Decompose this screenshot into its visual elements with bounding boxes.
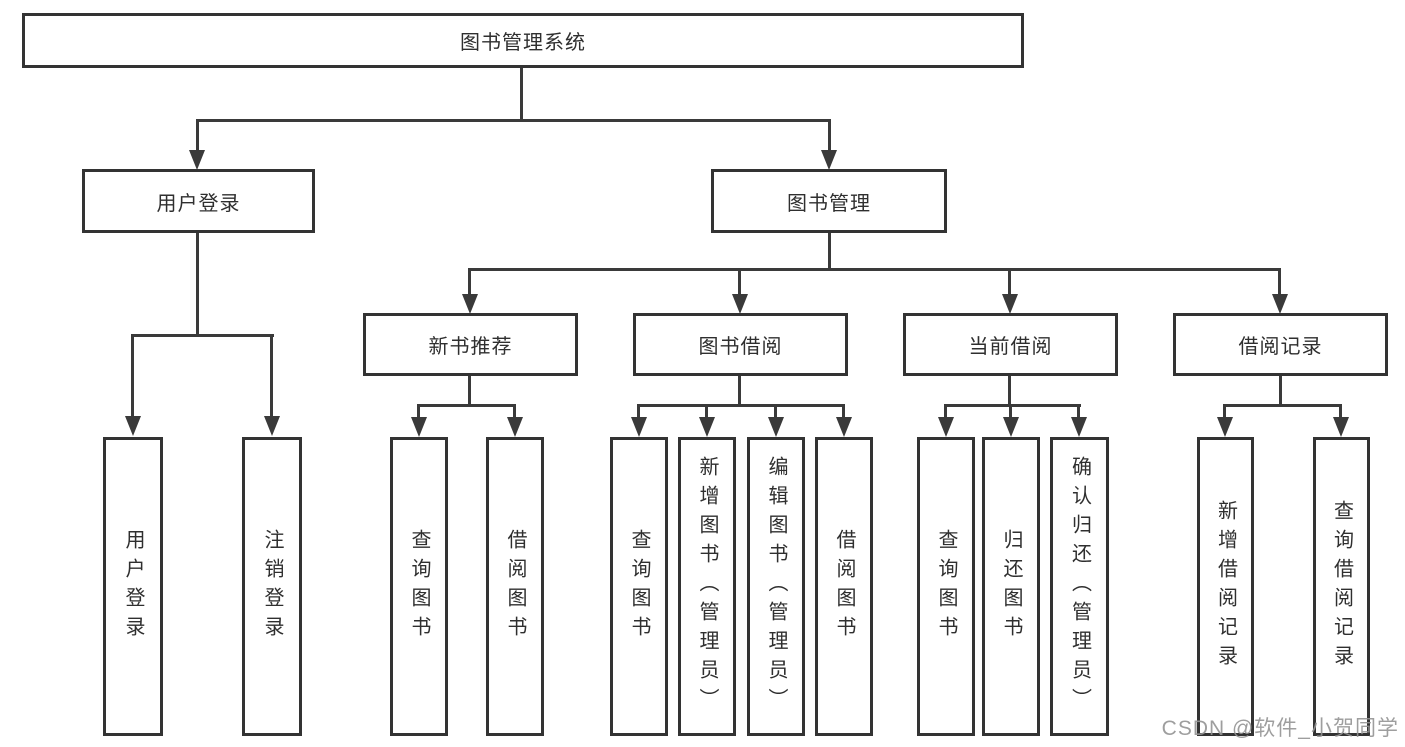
connector-stem (131, 334, 134, 417)
leaf-node-query-books: 查询图书 (917, 437, 975, 736)
leaf-node-query-books: 查询图书 (390, 437, 448, 736)
branch-node-label: 用户登录 (156, 192, 241, 215)
branch-node-user-login: 用户登录 (82, 169, 315, 233)
connector-stem (738, 268, 741, 296)
connector-branch (1224, 404, 1342, 407)
leaf-node-label: 查询借阅记录 (1330, 499, 1353, 674)
arrowhead-down (631, 417, 647, 437)
connector-stem (1278, 268, 1281, 296)
leaf-node-label: 借阅图书 (504, 528, 526, 645)
connector-stem (1008, 268, 1011, 296)
connector-stem (842, 404, 845, 419)
leaf-node-label: 新增借阅记录 (1214, 499, 1237, 674)
arrowhead-down (264, 416, 280, 436)
section-node-borrow-records: 借阅记录 (1173, 313, 1388, 376)
connector-stem (774, 404, 777, 419)
arrowhead-down (836, 417, 852, 437)
section-node-label: 图书借阅 (698, 336, 783, 358)
leaf-node-label: 确认归还（管理员） (1068, 456, 1091, 717)
section-node-label: 借阅记录 (1238, 336, 1323, 358)
connector-stem (637, 404, 640, 419)
section-node-label: 当前借阅 (968, 336, 1053, 358)
arrowhead-down (1003, 417, 1019, 437)
arrowhead-down (1272, 294, 1288, 314)
leaf-node-return-books: 归还图书 (982, 437, 1040, 736)
connector-stem (468, 268, 471, 296)
arrowhead-down (821, 150, 837, 170)
connector-branch (638, 404, 845, 407)
arrowhead-down (507, 417, 523, 437)
leaf-node-label: 用户登录 (122, 528, 144, 645)
leaf-node-borrow-books: 借阅图书 (486, 437, 544, 736)
branch-node-book-management: 图书管理 (711, 169, 947, 233)
section-node-book-borrow: 图书借阅 (633, 313, 848, 376)
connector-stem (944, 404, 947, 419)
leaf-node-add-borrow-record: 新增借阅记录 (1197, 437, 1254, 736)
connector-stem (828, 233, 831, 271)
connector-stem (196, 233, 199, 336)
connector-level3-branch (469, 268, 1281, 271)
connector-branch (945, 404, 1081, 407)
arrowhead-down (1217, 417, 1233, 437)
arrowhead-down (125, 416, 141, 436)
arrowhead-down (732, 294, 748, 314)
leaf-node-label: 查询图书 (935, 528, 957, 645)
leaf-node-label: 查询图书 (628, 528, 650, 645)
leaf-node-label: 借阅图书 (833, 528, 855, 645)
connector-stem (1339, 404, 1342, 419)
leaf-node-label: 新增图书（管理员） (696, 456, 718, 717)
connector-stem (196, 119, 199, 152)
arrowhead-down (1333, 417, 1349, 437)
leaf-node-query-borrow-record: 查询借阅记录 (1313, 437, 1370, 736)
arrowhead-down (699, 417, 715, 437)
leaf-node-label: 编辑图书（管理员） (765, 456, 787, 717)
leaf-node-query-books: 查询图书 (610, 437, 668, 736)
leaf-node-borrow-books: 借阅图书 (815, 437, 873, 736)
watermark: CSDN @软件_小贺同学 (1161, 717, 1399, 740)
connector-stem (1077, 404, 1080, 419)
arrowhead-down (1002, 294, 1018, 314)
connector-stem (417, 404, 420, 419)
connector-stem (828, 119, 831, 152)
connector-stem (1009, 404, 1012, 419)
leaf-node-label: 归还图书 (1000, 528, 1022, 645)
arrowhead-down (411, 417, 427, 437)
leaf-node-edit-books-admin: 编辑图书（管理员） (747, 437, 805, 736)
arrowhead-down (189, 150, 205, 170)
arrowhead-down (462, 294, 478, 314)
root-node: 图书管理系统 (22, 13, 1024, 68)
leaf-node-user-login: 用户登录 (103, 437, 163, 736)
connector-branch (132, 334, 274, 337)
leaf-node-label: 查询图书 (408, 528, 430, 645)
connector-branch (418, 404, 516, 407)
connector-stem (270, 334, 273, 417)
connector-level2-branch (196, 119, 831, 122)
section-node-new-book-recommend: 新书推荐 (363, 313, 578, 376)
arrowhead-down (1071, 417, 1087, 437)
connector-stem (705, 404, 708, 419)
branch-node-label: 图书管理 (787, 192, 871, 215)
connector-stem (468, 376, 471, 407)
connector-stem (1223, 404, 1226, 419)
root-node-label: 图书管理系统 (460, 32, 586, 54)
connector-root-trunk (520, 68, 523, 120)
leaf-node-confirm-return-admin: 确认归还（管理员） (1050, 437, 1109, 736)
connector-stem (1008, 376, 1011, 407)
section-node-current-borrow: 当前借阅 (903, 313, 1118, 376)
connector-stem (1279, 376, 1282, 407)
leaf-node-label: 注销登录 (261, 528, 283, 645)
arrowhead-down (938, 417, 954, 437)
leaf-node-add-books-admin: 新增图书（管理员） (678, 437, 736, 736)
connector-stem (513, 404, 516, 419)
connector-stem (738, 376, 741, 407)
section-node-label: 新书推荐 (428, 336, 513, 358)
arrowhead-down (768, 417, 784, 437)
leaf-node-logout: 注销登录 (242, 437, 302, 736)
